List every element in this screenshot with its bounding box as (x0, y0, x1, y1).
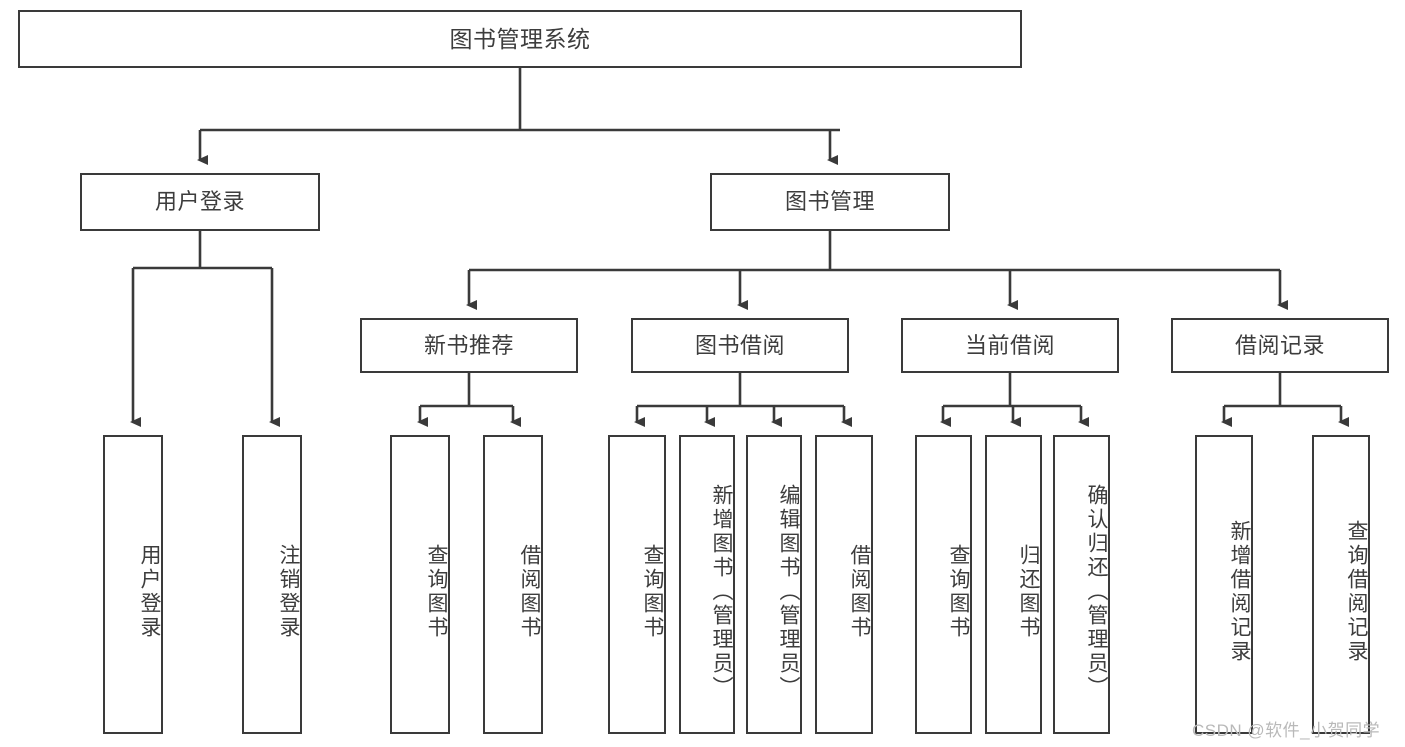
borrow-record-label: 借阅记录 (1234, 332, 1325, 358)
current-borrow-label: 当前借阅 (964, 332, 1055, 358)
book-borrow[interactable]: 图书借阅 (631, 318, 849, 373)
leaf-logout[interactable]: 注销登录 (242, 435, 302, 734)
leaf-return-book[interactable]: 归还图书 (985, 435, 1042, 734)
borrow-record[interactable]: 借阅记录 (1171, 318, 1389, 373)
root-label: 图书管理系统 (449, 25, 591, 52)
leaf-edit-book-label: 编辑图书（管理员） (777, 483, 800, 700)
leaf-edit-book[interactable]: 编辑图书（管理员） (746, 435, 802, 734)
leaf-logout-label: 注销登录 (277, 543, 300, 640)
leaf-query-book-3-label: 查询图书 (947, 543, 970, 640)
leaf-add-book-label: 新增图书（管理员） (710, 483, 733, 700)
book-manage-label: 图书管理 (784, 189, 875, 215)
leaf-return-book-label: 归还图书 (1017, 543, 1040, 640)
leaf-user-login-label: 用户登录 (138, 543, 161, 640)
user-login[interactable]: 用户登录 (80, 173, 320, 231)
user-login-label: 用户登录 (154, 189, 245, 215)
leaf-confirm-return[interactable]: 确认归还（管理员） (1053, 435, 1110, 734)
leaf-query-record-label: 查询借阅记录 (1345, 519, 1368, 664)
leaf-query-book-2-label: 查询图书 (641, 543, 664, 640)
leaf-query-book-1-label: 查询图书 (425, 543, 448, 640)
leaf-query-book-2[interactable]: 查询图书 (608, 435, 666, 734)
leaf-query-book-3[interactable]: 查询图书 (915, 435, 972, 734)
leaf-query-book-1[interactable]: 查询图书 (390, 435, 450, 734)
leaf-borrow-book-2-label: 借阅图书 (848, 543, 871, 640)
leaf-borrow-book-2[interactable]: 借阅图书 (815, 435, 873, 734)
root[interactable]: 图书管理系统 (18, 10, 1022, 68)
leaf-borrow-book-1-label: 借阅图书 (518, 543, 541, 640)
leaf-confirm-return-label: 确认归还（管理员） (1085, 483, 1108, 700)
leaf-add-book[interactable]: 新增图书（管理员） (679, 435, 735, 734)
new-book-recommend-label: 新书推荐 (423, 332, 514, 358)
new-book-recommend[interactable]: 新书推荐 (360, 318, 578, 373)
leaf-query-record[interactable]: 查询借阅记录 (1312, 435, 1370, 734)
watermark-label: CSDN @软件_小贺同学 (1192, 721, 1381, 740)
book-borrow-label: 图书借阅 (694, 332, 785, 358)
leaf-add-record-label: 新增借阅记录 (1228, 519, 1251, 664)
leaf-add-record[interactable]: 新增借阅记录 (1195, 435, 1253, 734)
leaf-borrow-book-1[interactable]: 借阅图书 (483, 435, 543, 734)
leaf-user-login[interactable]: 用户登录 (103, 435, 163, 734)
current-borrow[interactable]: 当前借阅 (901, 318, 1119, 373)
book-manage[interactable]: 图书管理 (710, 173, 950, 231)
